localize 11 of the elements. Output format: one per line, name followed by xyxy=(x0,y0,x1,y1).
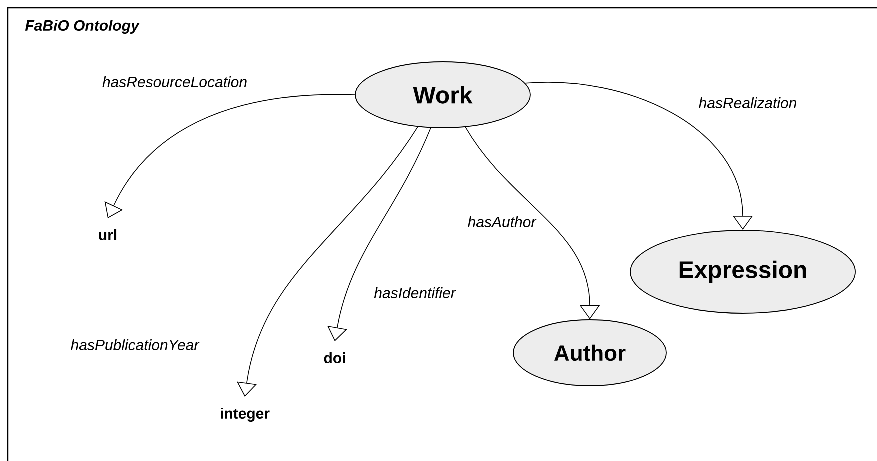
datatype-label: doi xyxy=(324,352,346,364)
edge-label: hasAuthor xyxy=(466,216,538,229)
arrow xyxy=(104,94,356,218)
edge-label: hasRealization xyxy=(698,96,798,110)
arrow xyxy=(328,128,432,342)
title: FaBiO Ontology xyxy=(25,20,140,34)
datatype-label: integer xyxy=(221,408,270,422)
edge-label: hasPublicationYear xyxy=(70,338,200,352)
edge-label: hasIdentifier xyxy=(373,286,457,300)
edge-label: hasResourceLocation xyxy=(101,76,249,88)
datatype-label: url xyxy=(99,230,117,240)
